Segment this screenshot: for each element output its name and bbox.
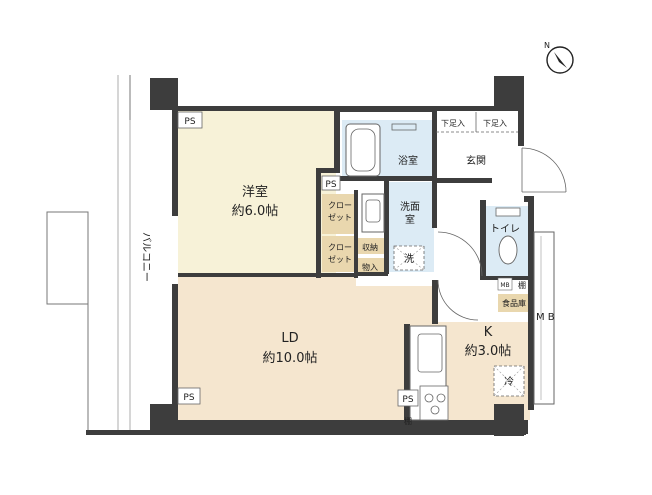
toilet-shelf-label: 棚 — [518, 280, 526, 290]
balcony: バルコニー — [46, 75, 152, 432]
ps-boxes: PS PS PS PS — [177, 111, 419, 407]
balcony-label: バルコニー — [140, 232, 152, 282]
compass: N — [544, 41, 574, 74]
bathroom-label: 浴室 — [398, 154, 418, 167]
pantry-label: 食品庫 — [502, 298, 526, 308]
compass-north-label: N — [544, 41, 550, 50]
mb-small-label: MB — [500, 282, 509, 289]
western-room-floor — [178, 110, 336, 276]
mb-label: M B — [536, 312, 555, 323]
monoire-floor — [356, 258, 384, 274]
washroom-label-2: 室 — [405, 213, 415, 226]
ld-area: 約10.0帖 — [263, 351, 318, 366]
shoe-closet-right-label: 下足入 — [483, 119, 507, 128]
washer-label: 洗 — [404, 253, 414, 265]
wash-basin — [361, 193, 385, 233]
bathtub — [345, 123, 417, 177]
shuno-floor — [356, 238, 384, 254]
toilet-label: トイレ — [490, 224, 520, 235]
ps-label: PS — [183, 393, 194, 403]
closet-a-label-1: クロー — [328, 201, 352, 210]
fridge-space: 冷 — [493, 365, 525, 397]
closet-b-label-1: クロー — [328, 243, 352, 252]
doors — [436, 112, 567, 321]
closet-b-label-2: ゼット — [328, 254, 352, 264]
kitchen-shelf-label: 棚 — [404, 416, 412, 426]
shoe-closet-left-label: 下足入 — [441, 119, 465, 128]
closet-b-floor — [322, 236, 354, 272]
washer-pan: 洗 — [393, 245, 425, 271]
ps-label: PS — [402, 395, 413, 405]
monoire-label: 物入 — [362, 262, 378, 272]
ps-label: PS — [325, 180, 336, 190]
ps-label: PS — [184, 117, 195, 127]
compass-needle-icon — [554, 52, 567, 68]
entrance-label: 玄関 — [466, 154, 486, 167]
western-room-area: 約6.0帖 — [232, 204, 279, 219]
kitchen-name: K — [484, 325, 493, 340]
kitchen-area: 約3.0帖 — [465, 344, 512, 359]
closet-a-floor — [322, 194, 354, 234]
washroom-label-1: 洗面 — [400, 201, 420, 213]
shokkiko-floor — [498, 294, 530, 312]
walls — [86, 76, 534, 436]
ld-name: LD — [281, 331, 298, 346]
closet-a-label-2: ゼット — [328, 212, 352, 222]
shuno-label: 収納 — [362, 242, 378, 252]
mb-shaft: M B — [533, 231, 555, 405]
fridge-label: 冷 — [504, 375, 514, 388]
toilet-bowl — [495, 207, 521, 265]
western-room-name: 洋室 — [242, 184, 268, 200]
